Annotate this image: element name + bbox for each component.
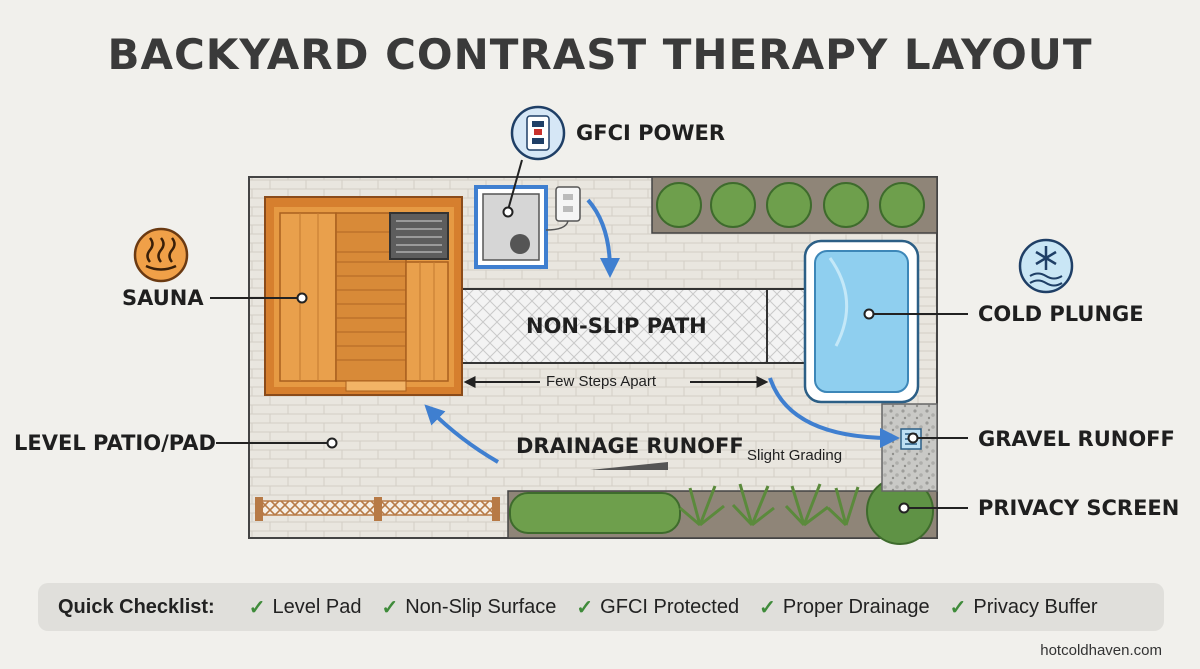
checklist-item-text: GFCI Protected: [600, 595, 740, 618]
steam-icon: [133, 227, 189, 283]
checklist-item-text: Proper Drainage: [782, 595, 930, 618]
checklist-item: ✓ Level Pad: [249, 595, 362, 620]
checkmark-icon: ✓: [576, 596, 594, 619]
snowflake-icon: [1018, 238, 1074, 294]
checklist-item-text: Level Pad: [272, 595, 362, 618]
checklist-item: ✓ GFCI Protected: [576, 595, 739, 620]
drainage-runoff-label: DRAINAGE RUNOFF: [516, 434, 744, 458]
checkmark-icon: ✓: [248, 596, 266, 619]
outlet-icon: [510, 105, 566, 161]
slight-grading-label: Slight Grading: [747, 447, 843, 464]
leader-dots: [296, 206, 919, 514]
level-patio-label: LEVEL PATIO/PAD: [14, 431, 216, 455]
cold-plunge-label: COLD PLUNGE: [978, 302, 1144, 326]
page-title: BACKYARD CONTRAST THERAPY LAYOUT: [107, 30, 1093, 79]
gravel-runoff-label: GRAVEL RUNOFF: [978, 427, 1175, 451]
sauna-structure: [264, 196, 463, 396]
checklist-item: ✓ Non-Slip Surface: [381, 595, 556, 620]
runoff-flow-arrow: [768, 377, 900, 448]
trellis-fence: [255, 497, 500, 521]
checkmark-icon: ✓: [381, 596, 399, 619]
non-slip-path: [457, 288, 811, 364]
checklist-item-text: Privacy Buffer: [973, 595, 1098, 618]
checklist-item: ✓ Privacy Buffer: [950, 595, 1098, 620]
quick-checklist: Quick Checklist: ✓ Level Pad ✓ Non-Slip Su…: [38, 583, 1164, 631]
checklist-label: Quick Checklist:: [58, 595, 215, 618]
drainage-return-arrow: [424, 404, 500, 464]
grading-wedge: [590, 462, 668, 470]
gfci-power-label: GFCI POWER: [576, 121, 726, 145]
checklist-item-text: Non-Slip Surface: [405, 595, 557, 618]
cold-plunge-tub: [803, 239, 920, 404]
checklist-item: ✓ Proper Drainage: [759, 595, 930, 620]
checkmark-icon: ✓: [949, 596, 967, 619]
few-steps-apart-label: Few Steps Apart: [546, 373, 657, 390]
sauna-label: SAUNA: [122, 286, 204, 310]
top-shrub-bed: [651, 176, 938, 234]
privacy-screen-label: PRIVACY SCREEN: [978, 496, 1180, 520]
leader-lines: [210, 159, 968, 509]
power-flow-arrow: [586, 198, 620, 278]
site-footer[interactable]: hotcoldhaven.com: [1040, 642, 1162, 659]
checkmark-icon: ✓: [759, 596, 776, 619]
non-slip-path-label: NON-SLIP PATH: [526, 314, 707, 338]
